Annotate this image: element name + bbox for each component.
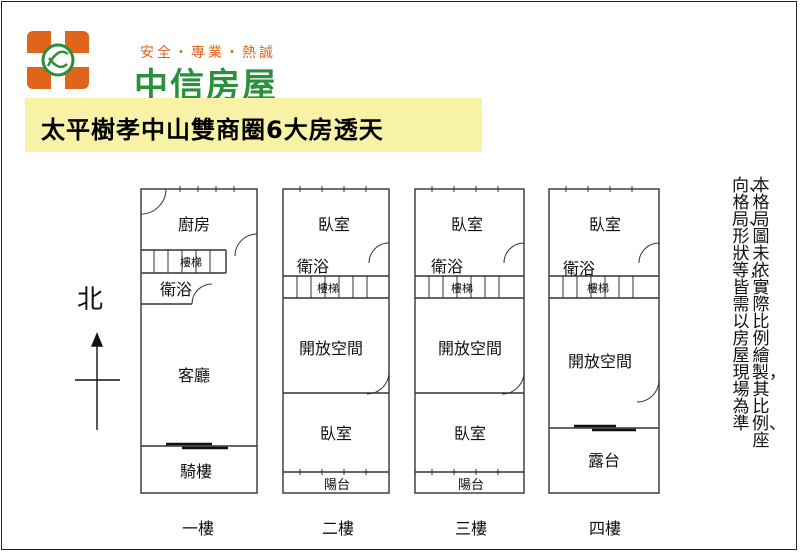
floor-3-balcony-railing	[431, 469, 499, 475]
room-label-stairs: 樓梯	[451, 282, 473, 295]
door-swing	[140, 188, 167, 215]
door-swing	[366, 371, 390, 395]
room-label-bedroom-back: 臥室	[454, 424, 487, 443]
room-label-stairs: 樓梯	[317, 282, 339, 295]
room-label-balcony: 陽台	[324, 478, 351, 493]
room-label-bedroom-front: 臥室	[318, 215, 351, 234]
room-label-bedroom-front: 臥室	[451, 215, 484, 234]
room-label-terrace: 露台	[588, 451, 621, 470]
compass-north-label: 北	[77, 285, 104, 315]
floor-4-sliding-door	[574, 424, 636, 432]
floor-4-windows	[565, 186, 633, 192]
door-swing	[191, 283, 213, 305]
room-label-kitchen: 廚房	[178, 215, 211, 234]
room-label-open-space: 開放空間	[299, 339, 364, 358]
floor-1-stair-treads	[153, 250, 211, 273]
room-label-bedroom-front: 臥室	[589, 215, 622, 234]
room-label-stairs: 樓梯	[180, 256, 202, 269]
door-swing	[638, 242, 660, 264]
floor-label-1f: 一樓	[182, 519, 215, 538]
door-swing	[234, 233, 258, 257]
floor-4-stair-treads	[562, 276, 634, 298]
floor-label-3f: 三樓	[455, 519, 488, 538]
floor-2-walls	[282, 188, 390, 494]
room-label-bath: 衛浴	[160, 280, 193, 299]
disclaimer-note-col1: 本格局圖未依實際比例繪製，其比例、座	[752, 176, 786, 451]
floor-label-2f: 二樓	[322, 519, 355, 538]
floor-1-walls	[140, 188, 258, 494]
room-label-bath: 衛浴	[431, 257, 464, 276]
room-label-living-room: 客廳	[178, 366, 211, 385]
floor-1-sliding-door	[166, 442, 228, 450]
north-arrow-head	[90, 332, 104, 347]
floor-label-4f: 四樓	[589, 519, 622, 538]
door-swing	[503, 242, 525, 264]
room-label-balcony: 陽台	[458, 478, 485, 493]
floor-2-balcony-railing	[299, 469, 367, 475]
door-swing	[501, 371, 525, 395]
floor-1-windows	[179, 186, 235, 192]
room-label-open-space: 開放空間	[438, 339, 503, 358]
zhongxin-logo-icon	[27, 31, 89, 89]
room-label-bath: 衛浴	[563, 259, 596, 278]
floor-3-windows	[431, 186, 499, 192]
room-label-bath: 衛浴	[297, 257, 330, 276]
room-label-bedroom-back: 臥室	[320, 424, 353, 443]
room-label-open-space: 開放空間	[568, 352, 633, 371]
disclaimer-note-col2: 向、格局、形狀等，皆需以房屋現場為準	[732, 176, 766, 434]
door-swing	[368, 242, 390, 264]
door-swing	[636, 379, 660, 403]
room-label-arcade: 騎樓	[180, 462, 213, 481]
floor-4-walls	[548, 188, 660, 494]
floor-2-windows	[299, 186, 367, 192]
floor-2-stair-treads	[296, 276, 368, 298]
listing-title-banner: 太平樹孝中山雙商圈6大房透天	[25, 98, 482, 152]
room-label-stairs: 樓梯	[587, 282, 609, 295]
listing-title: 太平樹孝中山雙商圈6大房透天	[41, 116, 384, 144]
floor-3-walls	[414, 188, 525, 494]
floor-3-stair-treads	[428, 276, 500, 298]
logo-slogan: 安全・專業・熱誠	[140, 45, 276, 61]
